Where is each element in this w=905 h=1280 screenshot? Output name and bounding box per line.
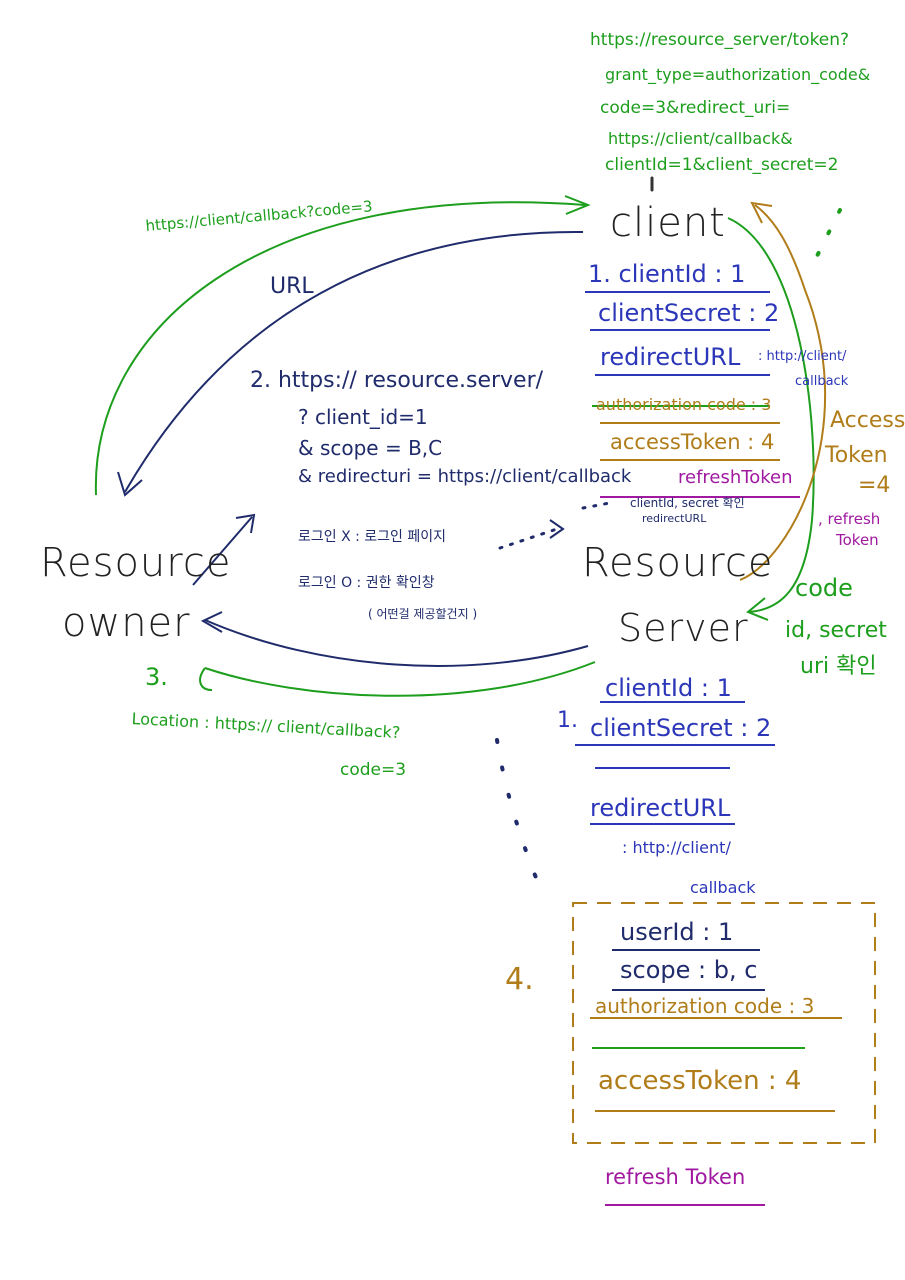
client-redirect-value-2: callback — [795, 374, 849, 389]
client-client-secret: clientSecret : 2 — [598, 299, 780, 327]
resource-server-line2: Server — [618, 606, 749, 650]
dotted-server-to-step4 — [495, 738, 547, 902]
step4-number: 4. — [505, 962, 534, 997]
label-refresh-token-1: , refresh — [818, 510, 881, 528]
dotted-client-green — [813, 208, 842, 262]
step4-authorization-code: authorization code : 3 — [595, 994, 815, 1018]
step2-login-yes-sub: ( 어떤걸 제공할건지 ) — [368, 607, 478, 621]
server-redirect-value-2: callback — [690, 878, 756, 897]
arrowhead-owner-lower — [200, 611, 223, 633]
token-request-line5: clientId=1&client_secret=2 — [605, 155, 839, 175]
step2-login-yes: 로그인 O : 권한 확인창 — [298, 575, 435, 591]
label-code-check-1: code — [795, 574, 853, 602]
step2-login-no: 로그인 X : 로그인 페이지 — [298, 529, 447, 545]
step2-line2: ? client_id=1 — [298, 405, 428, 429]
arrow-server-to-owner — [204, 619, 589, 667]
step4-access-token: accessToken : 4 — [598, 1066, 802, 1096]
arrowhead-step2 — [235, 513, 256, 534]
client-redirect-url: redirectURL — [600, 343, 741, 371]
server-step-number: 1. — [557, 708, 578, 733]
client-refresh-token: refreshToken — [678, 467, 793, 488]
step2-line3: & scope = B,C — [298, 436, 443, 460]
arrowhead-client — [564, 195, 591, 215]
arrow-server-to-client — [739, 204, 827, 581]
token-request-line2: grant_type=authorization_code& — [605, 65, 871, 84]
resource-owner-line1: Resource — [40, 540, 232, 586]
label-access-token-1: Access — [830, 408, 905, 433]
client-authorization-code: authorization code : 3 — [596, 395, 772, 414]
step4-scope: scope : b, c — [620, 956, 758, 984]
arrowhead-owner-url — [117, 471, 143, 497]
label-url: URL — [270, 274, 314, 299]
arrow-owner-to-client — [94, 201, 586, 496]
token-request-line3: code=3&redirect_uri= — [600, 98, 791, 118]
dotted-to-check — [581, 500, 617, 510]
resource-server-line1: Resource — [582, 540, 774, 586]
label-check-redirect: redirectURL — [642, 512, 707, 525]
server-redirect-url: redirectURL — [590, 794, 731, 822]
client-access-token: accessToken : 4 — [610, 430, 775, 454]
arrow-client-to-owner — [124, 230, 584, 493]
step4-box — [572, 902, 876, 1144]
dotted-to-server — [498, 526, 562, 550]
server-client-id: clientId : 1 — [605, 674, 732, 702]
arrowhead-client-gold — [750, 201, 773, 224]
label-access-token-3: =4 — [858, 473, 891, 498]
client-node: client — [610, 200, 726, 246]
step2-line4: & redirecturi = https://client/callback — [298, 466, 632, 487]
step4-user-id: userId : 1 — [620, 918, 734, 946]
step3-location-2: code=3 — [340, 760, 407, 780]
server-redirect-value-1: : http://client/ — [622, 838, 731, 857]
label-code-check-3: uri 확인 — [800, 654, 877, 679]
arrowhead-server-green — [746, 597, 769, 621]
resource-owner-line2: owner — [62, 600, 191, 646]
arrow-owner-to-step2 — [192, 516, 253, 586]
label-check-id-secret: clientId, secret 확인 — [630, 496, 745, 510]
step3-number: 3. — [145, 663, 168, 691]
arrow-location — [204, 661, 596, 697]
arrow-location-hook — [199, 667, 213, 691]
label-refresh-token-2: Token — [836, 531, 879, 549]
label-access-token-2: Token — [825, 443, 888, 468]
server-client-secret: clientSecret : 2 — [590, 714, 772, 742]
step4-refresh-token: refresh Token — [605, 1165, 746, 1189]
label-code-check-2: id, secret — [785, 618, 887, 643]
token-request-line1: https://resource_server/token? — [590, 30, 850, 50]
client-client-id: 1. clientId : 1 — [588, 260, 746, 288]
step2-line1: 2. https:// resource.server/ — [250, 368, 544, 393]
client-redirect-value-1: : http://client/ — [758, 349, 847, 364]
token-request-line4: https://client/callback& — [608, 129, 793, 148]
arrowhead-server-dotted — [549, 519, 565, 539]
